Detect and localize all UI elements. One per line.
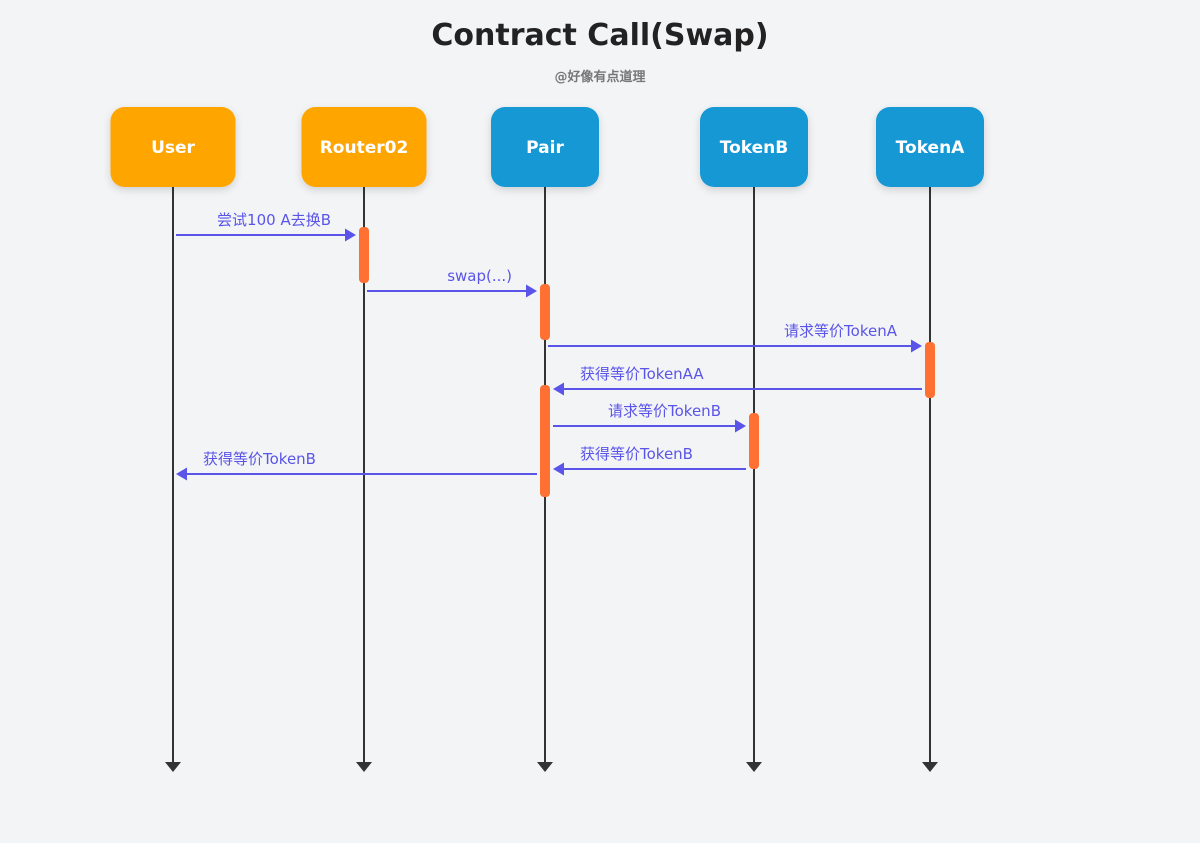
message-arrowhead (553, 382, 564, 396)
participant-label-tokena: TokenA (896, 138, 965, 158)
message-arrowhead (911, 339, 922, 353)
participant-label-user: User (151, 138, 195, 158)
activation-bar-router02 (359, 227, 369, 283)
message-label: 获得等价TokenB (203, 450, 316, 468)
message-arrowhead (553, 462, 564, 476)
message-label: 请求等价TokenA (784, 322, 898, 340)
participant-box-tokenb (700, 107, 808, 187)
message-label: 获得等价TokenAA (580, 365, 704, 383)
lifeline-end-arrow-user (165, 762, 181, 772)
participant-label-tokenb: TokenB (720, 138, 788, 158)
message-label: 尝试100 A去换B (217, 211, 331, 229)
message-arrowhead (735, 419, 746, 433)
activation-bar-pair (540, 284, 550, 340)
diagram-title: Contract Call(Swap) (431, 18, 769, 53)
participant-label-pair: Pair (526, 138, 564, 158)
message-label: 请求等价TokenB (608, 402, 721, 420)
lifeline-end-arrow-pair (537, 762, 553, 772)
activation-bar-tokenb (749, 413, 759, 469)
lifeline-end-arrow-tokenb (746, 762, 762, 772)
participant-box-tokena (876, 107, 984, 187)
participant-box-router02 (301, 107, 427, 187)
lifeline-end-arrow-tokena (922, 762, 938, 772)
message-arrowhead (526, 284, 537, 298)
activation-bar-pair (540, 385, 550, 497)
activation-bar-tokena (925, 342, 935, 398)
message-arrowhead (176, 467, 187, 481)
message-label: swap(...) (447, 267, 512, 285)
message-label: 获得等价TokenB (580, 445, 693, 463)
participant-label-router02: Router02 (320, 138, 409, 158)
diagram-subtitle: @好像有点道理 (554, 70, 646, 85)
lifeline-end-arrow-router02 (356, 762, 372, 772)
message-arrowhead (345, 228, 356, 242)
participant-box-pair (491, 107, 599, 187)
participant-box-user (110, 107, 236, 187)
